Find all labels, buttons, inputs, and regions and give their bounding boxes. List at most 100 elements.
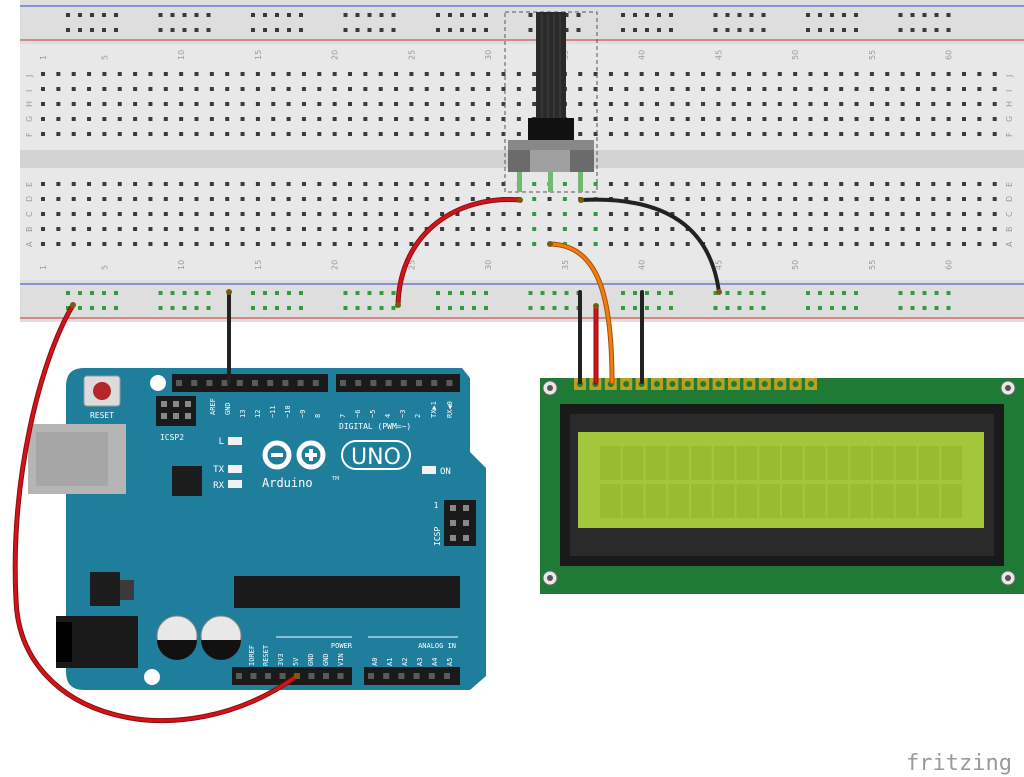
analog-header xyxy=(364,667,460,685)
reset-label: RESET xyxy=(90,411,114,420)
led-on xyxy=(422,466,436,474)
lcd-pin-header[interactable] xyxy=(574,378,817,390)
power-pin-label: GND xyxy=(322,653,330,666)
wire-black-pot xyxy=(579,197,721,294)
lcd-16x2-display[interactable] xyxy=(540,378,1024,594)
analog-pin-label: A1 xyxy=(386,658,394,666)
power-header xyxy=(232,667,352,685)
digital-pin-label: 12 xyxy=(254,410,262,418)
wires[interactable] xyxy=(12,197,722,723)
fritzing-watermark: fritzing xyxy=(906,751,1012,776)
row-letter: I xyxy=(25,90,34,92)
on-label: ON xyxy=(440,467,451,477)
icsp2-header xyxy=(156,396,196,426)
column-number: 60 xyxy=(945,260,954,270)
column-number: 50 xyxy=(791,260,800,270)
column-number: 40 xyxy=(638,260,647,270)
digital-pin-label: TX▶1 xyxy=(430,401,438,418)
capacitors xyxy=(156,615,242,660)
column-number: 15 xyxy=(254,50,263,60)
aref-label: AREF xyxy=(209,398,217,415)
column-number: 55 xyxy=(868,50,877,60)
row-letter: A xyxy=(25,241,34,247)
led-l xyxy=(228,437,242,445)
digital-pin-label: ~3 xyxy=(399,410,407,418)
digital-pin-label: ~9 xyxy=(299,410,307,418)
power-pin-label: VIN xyxy=(337,653,345,666)
column-number: 50 xyxy=(791,50,800,60)
column-number: 20 xyxy=(331,260,340,270)
column-number: 25 xyxy=(407,260,416,270)
led-rx-label: RX xyxy=(213,481,224,491)
digital-pin-label: 2 xyxy=(414,414,422,418)
row-letter: G xyxy=(1005,116,1014,122)
digital-pin-label: ~11 xyxy=(269,405,277,418)
column-number: 10 xyxy=(177,260,186,270)
row-letter: J xyxy=(1005,75,1014,78)
analog-pin-label: A0 xyxy=(371,658,379,666)
column-number: 40 xyxy=(638,50,647,60)
row-letter: J xyxy=(25,75,34,78)
lcd-character-grid xyxy=(600,446,962,518)
digital-pin-label: ~5 xyxy=(369,410,377,418)
digital-pin-label: RX◀0 xyxy=(446,401,454,418)
row-letter: D xyxy=(1005,196,1014,202)
row-letter: H xyxy=(25,101,34,107)
power-pin-label: 3V3 xyxy=(277,653,285,666)
column-number: 15 xyxy=(254,260,263,270)
row-letter: E xyxy=(1005,182,1014,187)
row-letter: B xyxy=(1005,227,1014,233)
column-number: 1 xyxy=(39,55,48,60)
row-letter: H xyxy=(1005,101,1014,107)
analog-pin-label: A2 xyxy=(401,658,409,666)
power-pin-label: GND xyxy=(307,653,315,666)
power-label: POWER xyxy=(331,642,353,650)
column-number: 5 xyxy=(100,265,109,270)
icsp-pin-one: 1 xyxy=(434,501,439,510)
row-letter: E xyxy=(25,182,34,187)
icsp-label: ICSP xyxy=(433,527,442,546)
led-tx xyxy=(228,465,242,473)
breadboard-holes[interactable] xyxy=(41,13,997,310)
column-number: 35 xyxy=(561,260,570,270)
row-letter: B xyxy=(25,227,34,233)
atmega-chip xyxy=(234,576,460,608)
led-l-label: L xyxy=(219,437,224,447)
icsp-header xyxy=(444,500,476,546)
brand-label: Arduino xyxy=(262,476,313,490)
row-letter: C xyxy=(1005,211,1014,217)
usb-chip xyxy=(172,466,202,496)
power-pin-label: RESET xyxy=(262,644,270,666)
voltage-regulator xyxy=(90,572,120,606)
digital-header-right xyxy=(336,374,460,392)
column-number: 5 xyxy=(100,55,109,60)
digital-pin-label: 7 xyxy=(339,414,347,418)
led-tx-label: TX xyxy=(213,465,224,475)
column-number: 30 xyxy=(484,50,493,60)
row-letter: F xyxy=(25,132,34,137)
column-number: 10 xyxy=(177,50,186,60)
power-pin-label: 5V xyxy=(292,657,300,666)
row-letter: A xyxy=(1005,241,1014,247)
digital-pin-label: ~6 xyxy=(354,410,362,418)
analog-pin-label: A4 xyxy=(431,658,439,666)
analog-pin-label: A5 xyxy=(446,658,454,666)
row-letter: C xyxy=(25,211,34,217)
column-number: 45 xyxy=(714,50,723,60)
gnd-label: GND xyxy=(224,402,232,415)
row-letter: I xyxy=(1005,90,1014,92)
potentiometer[interactable] xyxy=(504,11,598,193)
column-number: 20 xyxy=(331,50,340,60)
arduino-logo-icon xyxy=(262,440,326,470)
column-number: 60 xyxy=(945,50,954,60)
column-number: 55 xyxy=(868,260,877,270)
power-pin-label: IOREF xyxy=(248,645,256,666)
row-letter: F xyxy=(1005,132,1014,137)
model-label: UNO xyxy=(351,445,401,470)
analog-pin-label: A3 xyxy=(416,658,424,666)
icsp2-label: ICSP2 xyxy=(160,433,184,442)
row-letter: D xyxy=(25,196,34,202)
row-letter: G xyxy=(25,116,34,122)
